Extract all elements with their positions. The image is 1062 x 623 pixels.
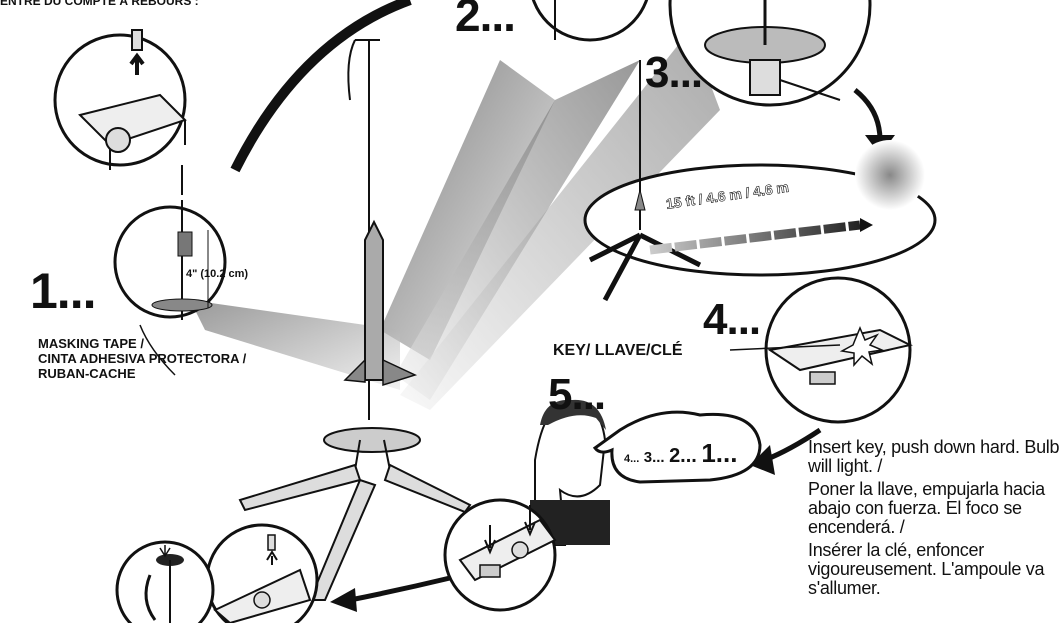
distance-oval (583, 163, 937, 277)
beam-step2-right (395, 60, 640, 400)
arrow-step5 (349, 575, 451, 603)
step-5-label: 5... (548, 370, 606, 419)
key-label: KEY/ LLAVE/CLÉ (553, 342, 683, 359)
masking-tape-line-1: MASKING TAPE / (38, 336, 144, 351)
countdown-3: 3... (643, 449, 665, 466)
instruction-spanish: Poner la llave, empujarla hacia abajo co… (808, 479, 1045, 537)
instruction-english: Insert key, push down hard. Bulb will li… (808, 437, 1060, 476)
blast-deflector (323, 427, 421, 453)
instructions-block: Insert key, push down hard. Bulb will li… (808, 438, 1060, 598)
step-3-label: 3... (645, 48, 703, 97)
masking-tape-line-2: CINTA ADHESIVA PROTECTORA / (38, 351, 247, 366)
beam-step1 (190, 300, 400, 390)
step-2-label: 2... (455, 0, 516, 41)
circle-step5-c (115, 540, 215, 623)
countdown-1: 1... (701, 438, 738, 468)
beam-step2-left (380, 60, 555, 360)
people-photo (855, 140, 925, 210)
circle-igniter-detail (53, 33, 187, 167)
countdown-bubble (592, 410, 762, 484)
instruction-french: Insérer la clé, enfoncer vigoureusement.… (808, 540, 1045, 598)
arrow-step3 (853, 88, 883, 141)
masking-tape-label: MASKING TAPE / CINTA ADHESIVA PROTECTORA… (38, 336, 246, 381)
countdown-text: 4... 3... 2... 1... (624, 438, 737, 469)
circle-step2 (531, 0, 649, 42)
header-text: ENTRE DU COMPTE À REBOURS : (0, 0, 199, 8)
masking-tape-line-3: RUBAN-CACHE (38, 366, 136, 381)
rocket-body (364, 219, 384, 381)
countdown-2: 2... (669, 445, 697, 467)
step-4-label: 4... (703, 295, 761, 344)
step-1-label: 1... (30, 263, 96, 319)
connector-arc (230, 0, 412, 173)
measurement-label: 4" (10.2 cm) (186, 268, 249, 280)
circle-masking-tape (113, 205, 227, 319)
countdown-4: 4... (624, 453, 640, 465)
